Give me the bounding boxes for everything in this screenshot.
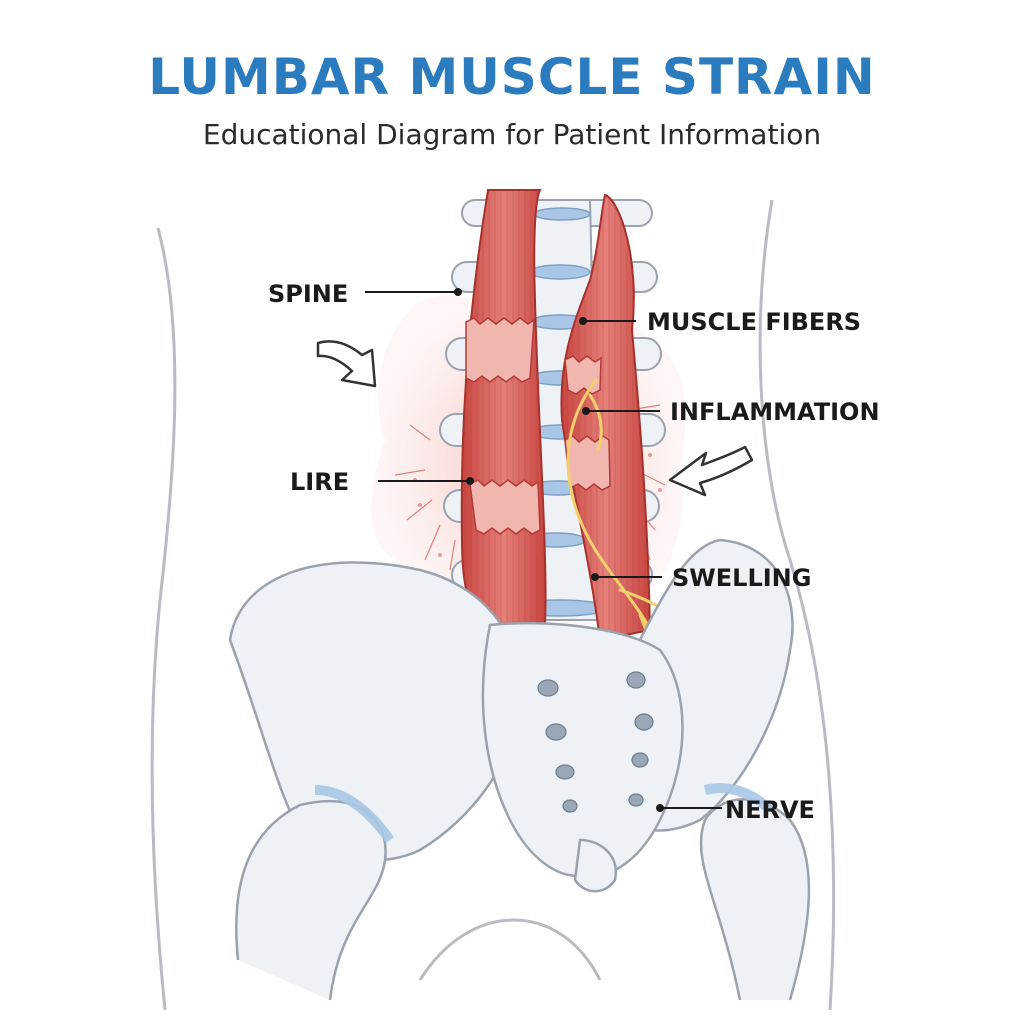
label-nerve: NERVE [725, 796, 815, 824]
diagram-title: LUMBAR MUSCLE STRAIN [148, 48, 876, 106]
label-leaders [365, 291, 722, 809]
diagram-subtitle: Educational Diagram for Patient Informat… [202, 118, 822, 151]
label-muscle-fibers: MUSCLE FIBERS [647, 308, 861, 336]
right-direction-arrow [668, 445, 754, 497]
sacral-foramina [537, 671, 654, 813]
label-dots [454, 288, 664, 812]
label-swelling: SWELLING [672, 564, 811, 592]
left-direction-arrow [316, 340, 377, 388]
label-inflammation: INFLAMMATION [670, 398, 880, 426]
label-spine: SPINE [268, 280, 348, 308]
body-outline [150, 199, 836, 1011]
label-lire: LIRE [290, 468, 349, 496]
hip-joints [235, 783, 811, 1001]
